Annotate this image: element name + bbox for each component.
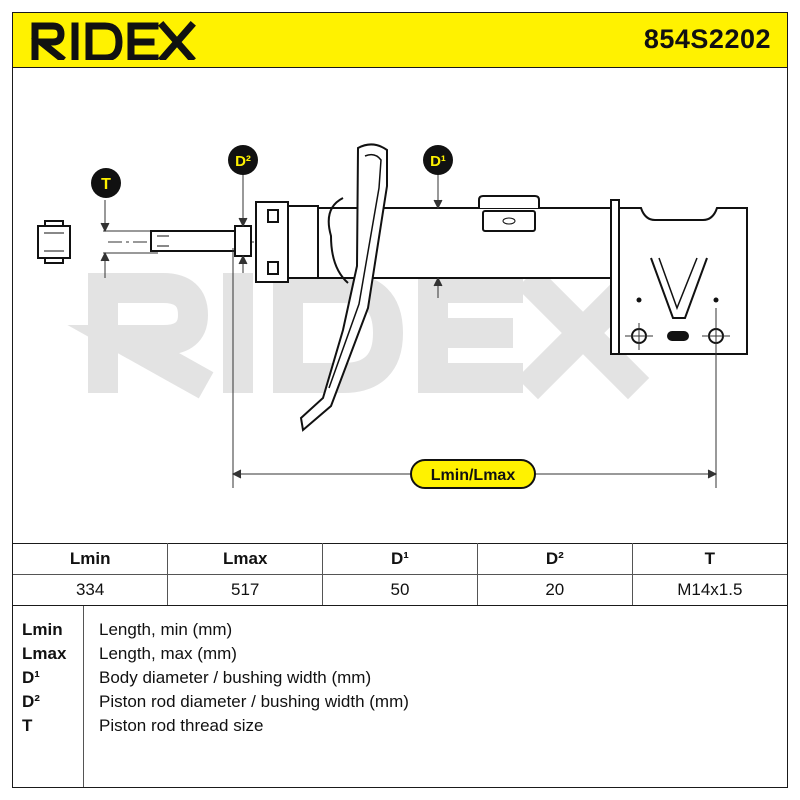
value-lmax: 517	[167, 574, 324, 606]
badge-d2: D²	[228, 145, 258, 175]
badge-length-label: Lmin/Lmax	[431, 467, 516, 484]
dimension-t	[100, 200, 158, 278]
legend-key: D¹	[22, 668, 40, 687]
spec-table-header-row: Lmin Lmax D¹ D² T	[13, 543, 787, 575]
piston-rod	[150, 225, 252, 257]
header-t: T	[632, 543, 787, 575]
nut	[37, 220, 71, 264]
spring-seat	[299, 143, 388, 432]
legend-desc: Piston rod thread size	[99, 716, 264, 735]
header-d1: D¹	[322, 543, 478, 575]
header-lmax: Lmax	[167, 543, 324, 575]
legend-item: D² Piston rod diameter / bushing width (…	[13, 692, 787, 716]
bolt-axes	[625, 308, 730, 488]
legend-key: Lmax	[22, 644, 67, 663]
legend-desc: Length, min (mm)	[99, 620, 233, 639]
legend-item: Lmin Length, min (mm)	[13, 620, 787, 644]
legend-item: D¹ Body diameter / bushing width (mm)	[13, 668, 787, 692]
spec-sheet: 854S2202	[12, 12, 788, 788]
dimension-d1	[433, 173, 443, 298]
header-d2: D²	[477, 543, 633, 575]
badge-t-label: T	[101, 176, 111, 193]
legend-key: D²	[22, 692, 40, 711]
shock-absorber-drawing: T D²	[37, 143, 748, 489]
dimension-d2	[238, 173, 248, 273]
legend-item: T Piston rod thread size	[13, 716, 787, 740]
top-mount	[255, 201, 319, 283]
badge-length: Lmin/Lmax	[410, 459, 536, 489]
part-number: 854S2202	[643, 24, 771, 54]
badge-d1: D¹	[423, 145, 453, 175]
badge-d1-label: D¹	[430, 153, 446, 170]
value-d1: 50	[322, 574, 478, 606]
legend-desc: Piston rod diameter / bushing width (mm)	[99, 692, 409, 711]
header-bar: 854S2202	[13, 13, 787, 68]
legend-key: Lmin	[22, 620, 63, 639]
badge-d2-label: D²	[235, 153, 251, 170]
value-lmin: 334	[13, 574, 169, 606]
legend-key: T	[22, 716, 33, 735]
legend: Lmin Length, min (mm) Lmax Length, max (…	[13, 606, 787, 787]
knuckle-bracket	[610, 199, 748, 355]
legend-desc: Body diameter / bushing width (mm)	[99, 668, 372, 687]
ridex-logo	[31, 21, 196, 60]
badge-t: T	[91, 168, 121, 198]
legend-item: Lmax Length, max (mm)	[13, 644, 787, 668]
spec-table: Lmin Lmax D¹ D² T 334 517 50 20 M14x1.5	[13, 543, 787, 606]
value-d2: 20	[477, 574, 633, 606]
header-lmin: Lmin	[13, 543, 169, 575]
value-t: M14x1.5	[632, 574, 787, 606]
spec-table-value-row: 334 517 50 20 M14x1.5	[13, 574, 787, 606]
legend-desc: Length, max (mm)	[99, 644, 237, 663]
legend-divider	[83, 606, 84, 787]
